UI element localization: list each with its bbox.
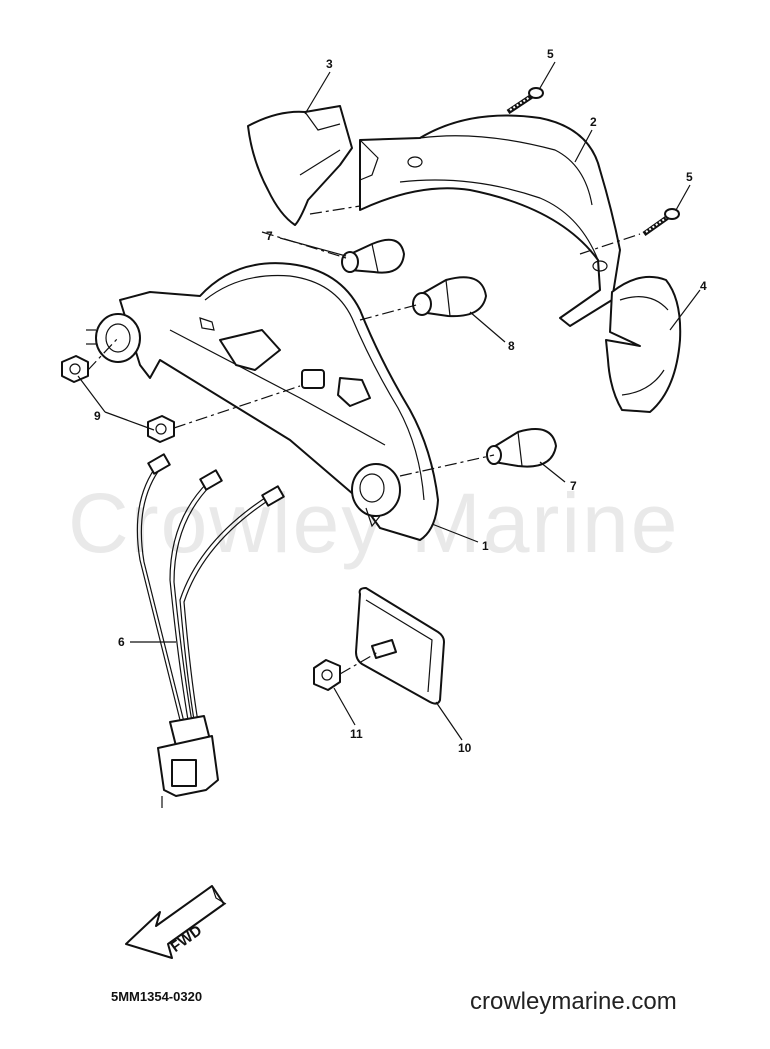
leader-lines <box>77 61 701 741</box>
callout-5-right: 5 <box>686 170 693 184</box>
callout-6: 6 <box>118 635 125 649</box>
callout-10: 10 <box>458 741 472 755</box>
diagram-code: 5MM1354-0320 <box>111 989 202 1004</box>
fwd-arrow-icon: FWD <box>125 885 227 959</box>
callout-11: 11 <box>350 727 363 741</box>
part-9-nut-left <box>61 355 89 383</box>
part-9-nut-lower <box>147 415 175 443</box>
part-2-cover <box>359 114 621 327</box>
callout-9: 9 <box>94 409 101 423</box>
part-4-right-cap <box>605 276 682 413</box>
callout-8: 8 <box>508 339 515 353</box>
callout-7-upper: 7 <box>266 229 273 243</box>
part-8-bulb <box>412 276 487 318</box>
callout-7-lower: 7 <box>570 479 577 493</box>
part-5-screw-upper <box>506 87 544 115</box>
part-7-bulb-lower <box>486 428 557 468</box>
part-7-bulb-upper <box>341 238 405 274</box>
part-10-plate <box>355 587 445 705</box>
part-5-screw-right <box>642 208 680 237</box>
website-label: crowleymarine.com <box>470 988 677 1015</box>
callout-1: 1 <box>482 539 489 553</box>
part-3-left-cap <box>247 105 353 226</box>
callout-5-upper: 5 <box>547 47 554 61</box>
callout-3: 3 <box>326 57 333 71</box>
part-11-nut <box>313 659 341 691</box>
callout-2: 2 <box>590 115 597 129</box>
part-6-wire-harness <box>136 453 285 808</box>
alignment-lines <box>87 205 641 675</box>
callout-4: 4 <box>700 279 707 293</box>
part-1-housing <box>86 262 439 541</box>
